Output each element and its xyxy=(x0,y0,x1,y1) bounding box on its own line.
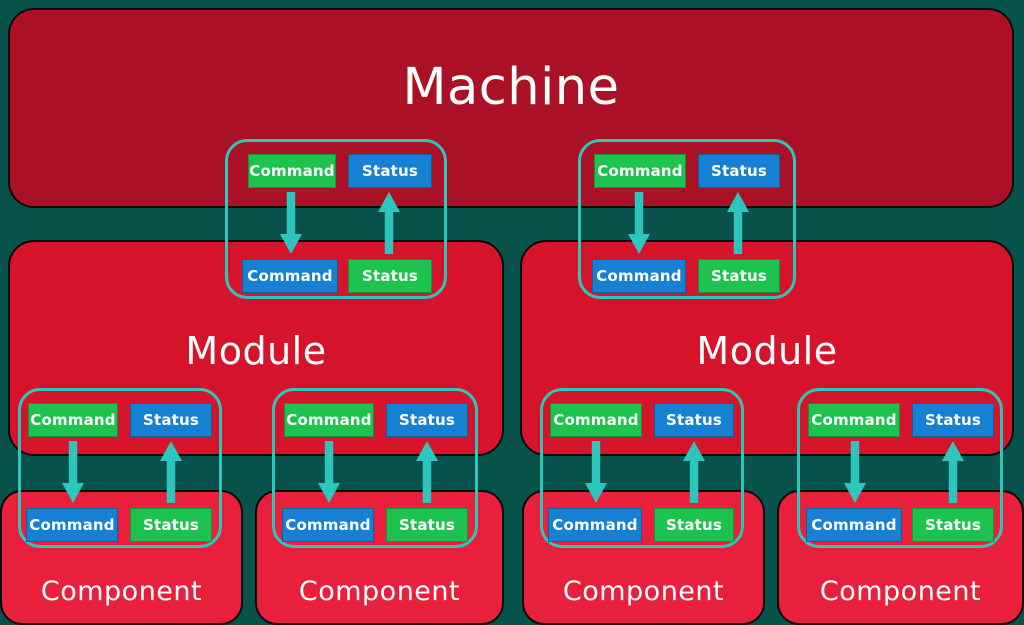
interface-machine-module-1-child-status-pill[interactable]: Status xyxy=(348,259,432,293)
component-block-4-label: Component xyxy=(819,576,982,607)
interface-machine-module-1-parent-status-pill[interactable]: Status xyxy=(348,154,432,188)
interface-module-1-component-2-parent-status-pill[interactable]: Status xyxy=(386,403,468,437)
interface-module-2-component-4-parent-command-pill[interactable]: Command xyxy=(808,403,900,437)
component-block-2-label: Component xyxy=(298,576,461,607)
interface-module-1-component-2-parent-command-pill[interactable]: Command xyxy=(284,403,374,437)
interface-module-2-component-3-parent-command-pill[interactable]: Command xyxy=(550,403,642,437)
interface-module-1-component-1-parent-command-pill[interactable]: Command xyxy=(28,403,118,437)
interface-machine-module-2-parent-status-pill[interactable]: Status xyxy=(698,154,780,188)
interface-module-2-component-3-child-command-pill[interactable]: Command xyxy=(548,508,642,542)
machine-block[interactable]: Machine xyxy=(8,8,1014,208)
interface-module-2-component-4-child-command-pill[interactable]: Command xyxy=(806,508,902,542)
interface-module-1-component-1-child-command-pill[interactable]: Command xyxy=(26,508,118,542)
interface-module-1-component-1-child-status-pill[interactable]: Status xyxy=(130,508,212,542)
interface-machine-module-1-parent-command-pill[interactable]: Command xyxy=(248,154,336,188)
interface-module-1-component-2-child-status-pill[interactable]: Status xyxy=(386,508,468,542)
module-block-2-label: Module xyxy=(696,329,838,373)
interface-module-2-component-4-parent-status-pill[interactable]: Status xyxy=(912,403,994,437)
interface-machine-module-2-child-status-pill[interactable]: Status xyxy=(698,259,780,293)
component-block-1-label: Component xyxy=(40,576,203,607)
interface-module-2-component-3-parent-status-pill[interactable]: Status xyxy=(654,403,734,437)
interface-machine-module-2-child-command-pill[interactable]: Command xyxy=(592,259,686,293)
interface-module-2-component-3-child-status-pill[interactable]: Status xyxy=(654,508,734,542)
interface-module-1-component-1-parent-status-pill[interactable]: Status xyxy=(130,403,212,437)
interface-module-1-component-2-child-command-pill[interactable]: Command xyxy=(282,508,374,542)
interface-module-2-component-4-child-status-pill[interactable]: Status xyxy=(912,508,994,542)
interface-machine-module-1-child-command-pill[interactable]: Command xyxy=(242,259,338,293)
component-block-3-label: Component xyxy=(562,576,725,607)
module-block-1-label: Module xyxy=(185,329,327,373)
interface-machine-module-2-parent-command-pill[interactable]: Command xyxy=(594,154,686,188)
machine-block-label: Machine xyxy=(402,58,620,117)
